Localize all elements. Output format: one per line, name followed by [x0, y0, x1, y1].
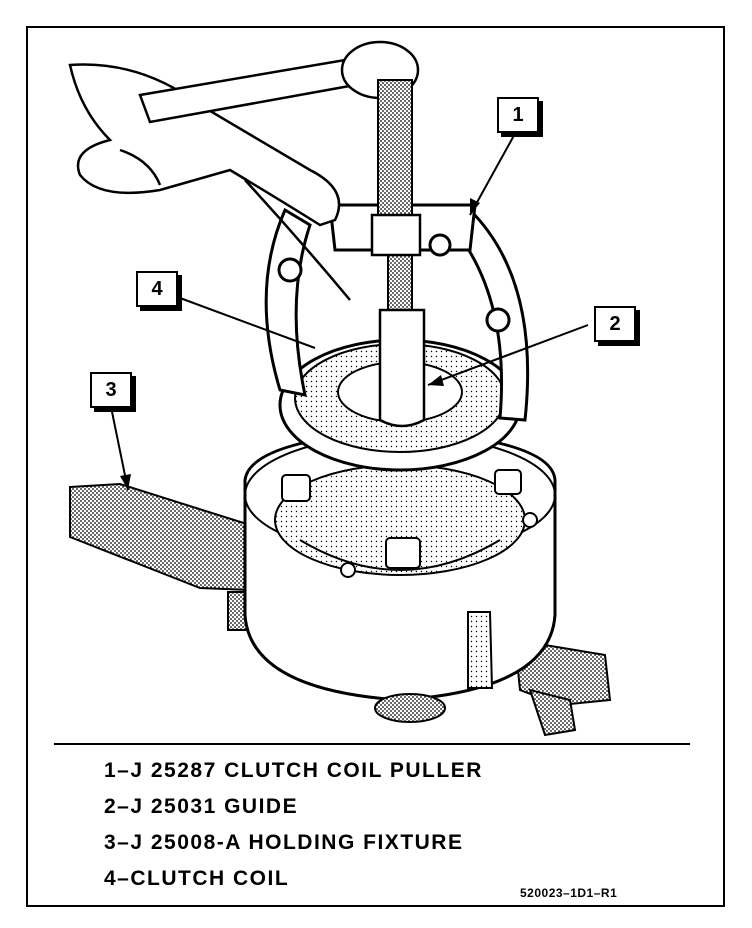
hand-and-wrench — [68, 40, 420, 301]
legend-item-1: 1–J 25287 CLUTCH COIL PULLER — [104, 759, 483, 782]
forcing-screw-and-guide — [370, 79, 426, 428]
legend-item-3: 3–J 25008-A HOLDING FIXTURE — [104, 831, 464, 854]
callout-3: 3 — [90, 372, 132, 408]
legend-divider — [54, 743, 690, 745]
figure-code: 520023–1D1–R1 — [520, 886, 618, 900]
parts-legend: 1–J 25287 CLUTCH COIL PULLER 2–J 25031 G… — [104, 756, 483, 900]
callout-1: 1 — [497, 97, 539, 133]
leader-arrowheads — [120, 198, 480, 490]
leader-lines — [109, 129, 589, 491]
callout-4: 4 — [136, 271, 178, 307]
legend-item-2: 2–J 25031 GUIDE — [104, 795, 299, 818]
compressor-body — [243, 428, 557, 723]
callout-2: 2 — [594, 306, 636, 342]
legend-item-4: 4–CLUTCH COIL — [104, 867, 290, 890]
figure-border — [26, 26, 725, 907]
